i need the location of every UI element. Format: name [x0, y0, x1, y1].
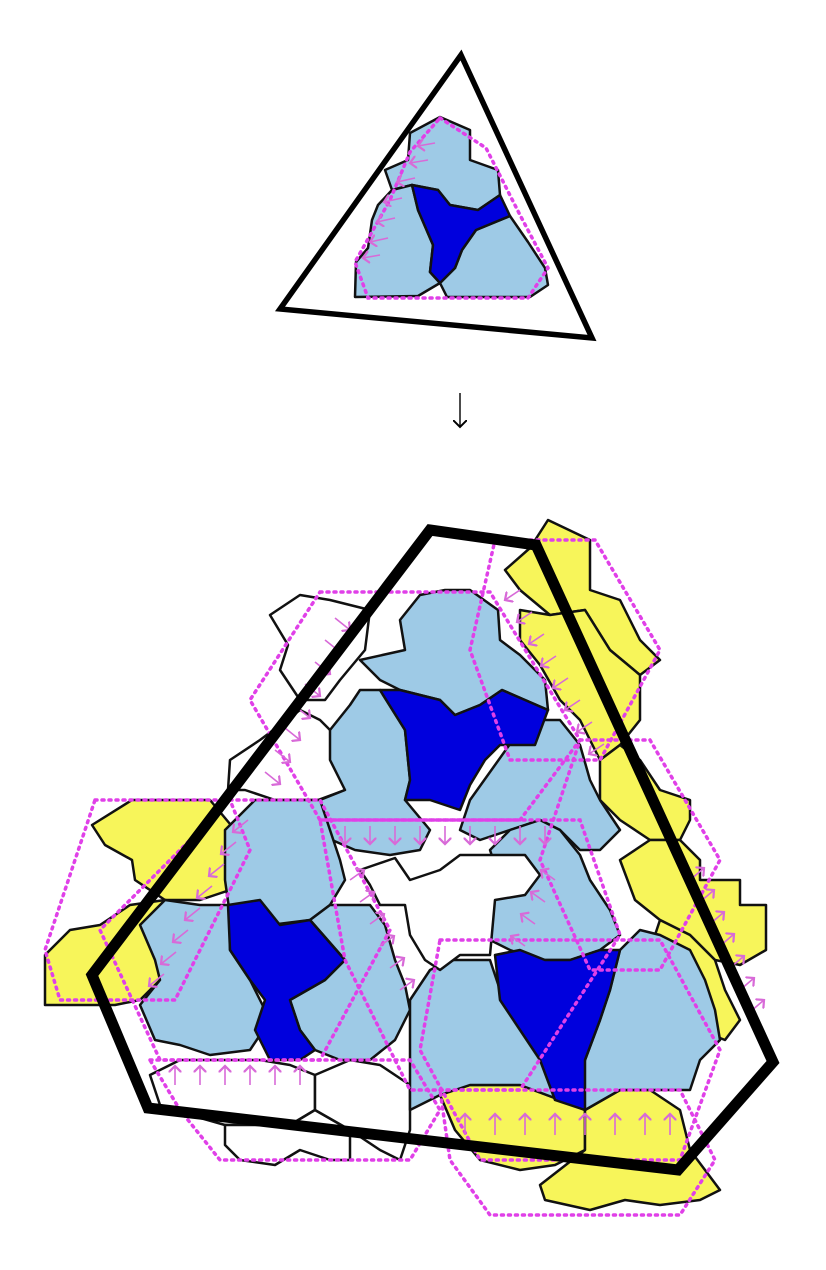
- dark-tile-top: [378, 688, 550, 812]
- small-outer-triangle: [274, 49, 597, 342]
- hex-top: [247, 590, 583, 822]
- small-patch: [274, 49, 597, 342]
- center-hole: [358, 853, 542, 972]
- large-patch: [43, 518, 780, 1217]
- boundary-arrows: [149, 589, 764, 1135]
- hex-top-right-outer: [468, 538, 663, 762]
- hex-bottom-outer: [437, 1088, 718, 1217]
- small-tile-center: [410, 183, 512, 285]
- hex-boundaries: [43, 538, 723, 1217]
- dark-tile-left: [226, 898, 347, 1062]
- hex-right: [538, 738, 723, 972]
- dark-tile-right: [493, 948, 622, 1112]
- large-outer-frame: [85, 524, 780, 1176]
- small-boundary-arrows: [363, 143, 436, 258]
- white-tile-top-left: [268, 593, 372, 702]
